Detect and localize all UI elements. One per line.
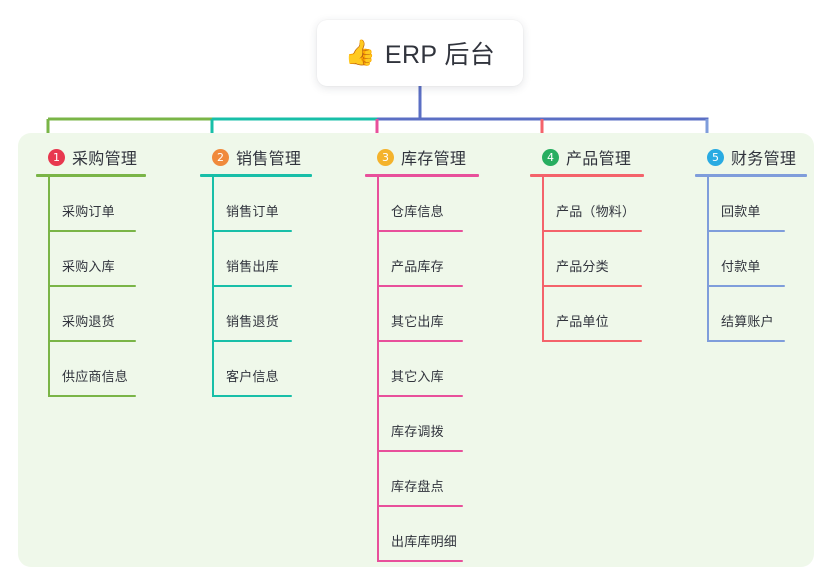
root-node-content: 👍 ERP 后台 bbox=[345, 35, 495, 71]
branch-title: 库存管理 bbox=[401, 151, 467, 168]
leaf-label: 供应商信息 bbox=[62, 369, 129, 384]
leaf-spine bbox=[48, 232, 50, 287]
leaf-spine bbox=[377, 397, 379, 452]
branch-number-badge: 1 bbox=[48, 148, 65, 166]
branch-number-badge: 3 bbox=[377, 148, 394, 166]
branch-header-4[interactable]: 4 产品管理 bbox=[530, 146, 644, 177]
leaf-underline bbox=[707, 340, 785, 342]
leaf-underline bbox=[377, 285, 463, 287]
leaf-spine bbox=[707, 177, 709, 232]
root-node[interactable]: 👍 ERP 后台 bbox=[317, 20, 523, 86]
leaf-underline bbox=[212, 230, 292, 232]
leaf-underline bbox=[48, 340, 136, 342]
branch-number-badge: 5 bbox=[707, 148, 724, 166]
leaf-label: 采购退货 bbox=[62, 314, 115, 329]
leaf-spine bbox=[212, 287, 214, 342]
leaf-label: 回款单 bbox=[721, 204, 761, 219]
leaf-label: 其它入库 bbox=[391, 369, 444, 384]
branch-number-badge: 2 bbox=[212, 148, 229, 166]
leaf-underline bbox=[542, 340, 642, 342]
leaf-spine bbox=[542, 177, 544, 232]
branch-title: 销售管理 bbox=[236, 151, 302, 168]
branch-underline bbox=[200, 174, 312, 177]
leaf-spine bbox=[542, 287, 544, 342]
branch-header-3[interactable]: 3 库存管理 bbox=[365, 146, 479, 177]
leaf-label: 产品库存 bbox=[391, 259, 444, 274]
branch-2: 2 销售管理销售订单销售出库销售退货客户信息 bbox=[200, 146, 312, 397]
leaf-spine bbox=[212, 342, 214, 397]
leaf-spine bbox=[212, 177, 214, 232]
leaf-spine bbox=[377, 287, 379, 342]
branch-number-badge: 4 bbox=[542, 148, 559, 166]
leaf-label: 销售订单 bbox=[226, 204, 279, 219]
leaf-underline bbox=[48, 395, 136, 397]
leaf-spine bbox=[707, 287, 709, 342]
leaf-label: 采购订单 bbox=[62, 204, 115, 219]
leaf-label: 仓库信息 bbox=[391, 204, 444, 219]
branch-title: 财务管理 bbox=[731, 151, 797, 168]
leaf-underline bbox=[542, 230, 642, 232]
leaf-spine bbox=[377, 507, 379, 562]
leaf-label: 采购入库 bbox=[62, 259, 115, 274]
leaf-label: 出库库明细 bbox=[391, 534, 458, 549]
branch-4: 4 产品管理产品（物料） 产品分类产品单位 bbox=[530, 146, 644, 342]
leaf-spine bbox=[377, 232, 379, 287]
leaf-underline bbox=[377, 230, 463, 232]
leaf-underline bbox=[542, 285, 642, 287]
leaf-underline bbox=[212, 285, 292, 287]
leaf-spine bbox=[48, 177, 50, 232]
branch-underline bbox=[36, 174, 146, 177]
root-node-label: ERP 后台 bbox=[384, 41, 496, 69]
leaf-underline bbox=[377, 340, 463, 342]
branch-header-2[interactable]: 2 销售管理 bbox=[200, 146, 312, 177]
leaf-label: 产品单位 bbox=[556, 314, 609, 329]
leaf-underline bbox=[377, 560, 463, 562]
leaf-label: 销售出库 bbox=[226, 259, 279, 274]
leaf-underline bbox=[377, 395, 463, 397]
leaf-label: 付款单 bbox=[721, 259, 761, 274]
leaf-spine bbox=[48, 342, 50, 397]
leaf-label: 其它出库 bbox=[391, 314, 444, 329]
branches-panel bbox=[18, 133, 814, 567]
leaf-underline bbox=[377, 505, 463, 507]
leaf-underline bbox=[48, 230, 136, 232]
leaf-underline bbox=[377, 450, 463, 452]
branch-underline bbox=[695, 174, 807, 177]
leaf-label: 库存调拨 bbox=[391, 424, 444, 439]
leaf-label: 产品分类 bbox=[556, 259, 609, 274]
branch-underline bbox=[365, 174, 479, 177]
leaf-underline bbox=[48, 285, 136, 287]
leaf-spine bbox=[212, 232, 214, 287]
branch-5: 5 财务管理回款单付款单结算账户 bbox=[695, 146, 807, 342]
leaf-label: 库存盘点 bbox=[391, 479, 444, 494]
leaf-underline bbox=[212, 340, 292, 342]
branch-header-5[interactable]: 5 财务管理 bbox=[695, 146, 807, 177]
leaf-underline bbox=[707, 230, 785, 232]
leaf-spine bbox=[48, 287, 50, 342]
leaf-spine bbox=[377, 452, 379, 507]
branch-header-1[interactable]: 1 采购管理 bbox=[36, 146, 146, 177]
leaf-spine bbox=[377, 177, 379, 232]
leaf-spine bbox=[707, 232, 709, 287]
branch-title: 采购管理 bbox=[72, 151, 138, 168]
leaf-spine bbox=[542, 232, 544, 287]
leaf-label: 销售退货 bbox=[226, 314, 279, 329]
branch-3: 3 库存管理仓库信息产品库存其它出库其它入库库存调拨库存盘点出库库明细 bbox=[365, 146, 479, 562]
leaf-underline bbox=[707, 285, 785, 287]
leaf-spine bbox=[377, 342, 379, 397]
branch-title: 产品管理 bbox=[566, 151, 632, 168]
branch-underline bbox=[530, 174, 644, 177]
leaf-label: 客户信息 bbox=[226, 369, 279, 384]
leaf-label: 产品（物料） bbox=[556, 204, 636, 219]
leaf-label: 结算账户 bbox=[721, 314, 774, 329]
leaf-underline bbox=[212, 395, 292, 397]
branch-1: 1 采购管理采购订单采购入库采购退货供应商信息 bbox=[36, 146, 146, 397]
thumbs-up-icon: 👍 bbox=[344, 38, 376, 67]
